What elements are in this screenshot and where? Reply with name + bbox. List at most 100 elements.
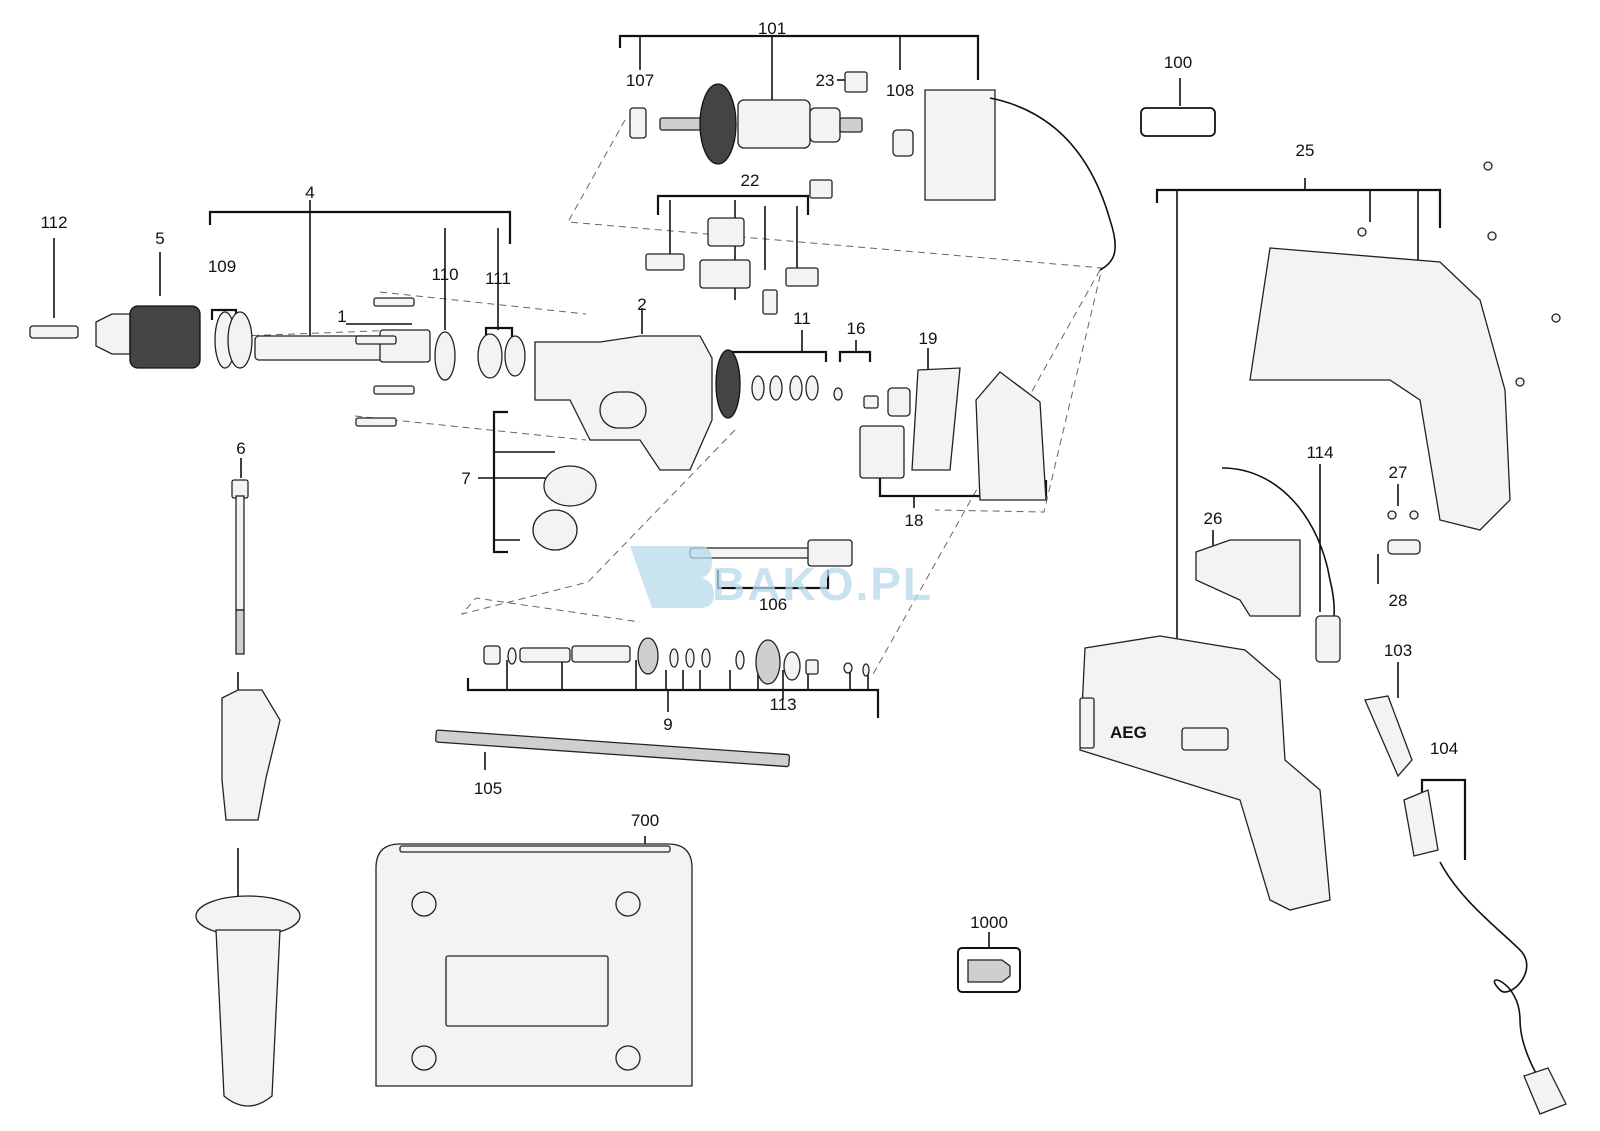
handle-bolt-shank: [235, 495, 245, 611]
handle-grip: [215, 929, 281, 1107]
armature-shaft-end: [839, 117, 863, 133]
screw-1a: [373, 297, 415, 307]
label-112: 112: [40, 213, 67, 232]
label-9: 9: [663, 715, 672, 734]
power-plug: [1523, 1067, 1567, 1115]
assembled-drill-group: [1079, 635, 1331, 911]
label-103: 103: [1384, 641, 1412, 660]
shaft-group-106: [689, 539, 853, 567]
gear-wheel: [715, 349, 741, 419]
housing-half-25: [1249, 247, 1511, 531]
label-100: 100: [1164, 53, 1192, 72]
power-cord-group: [1364, 695, 1567, 1115]
screw-1d: [355, 417, 397, 427]
screw-27b: [1409, 510, 1419, 520]
label-108: 108: [886, 81, 914, 100]
keyless-chuck-5: [129, 305, 201, 369]
label-4: 4: [305, 183, 314, 202]
label-18: 18: [905, 511, 924, 530]
trigger-switch-26: [1195, 539, 1301, 617]
switch-wiring-group: [1195, 467, 1341, 663]
handle-bolt-thread: [235, 609, 245, 655]
case-label-area: [445, 955, 609, 1027]
part-1000-box: [957, 947, 1021, 993]
chuck-spindle-group: [29, 297, 526, 427]
stator-wires: [989, 97, 1116, 271]
label-11: 11: [793, 309, 811, 328]
label-2: 2: [637, 295, 646, 314]
label-106: 106: [759, 595, 787, 614]
gear-housing-group: [532, 335, 1047, 551]
motor-flange-18a: [859, 425, 905, 479]
cord-tag-104: [1403, 789, 1439, 857]
label-7: 7: [461, 469, 470, 488]
watermark: BAKO.PL: [630, 546, 933, 610]
brush-card-group: [645, 217, 819, 315]
armature-fan: [699, 83, 737, 165]
label-109: 109: [208, 257, 236, 276]
drill-brand-badge: AEG: [1110, 723, 1147, 742]
label-1000: 1000: [970, 913, 1008, 932]
strain-relief-103: [1364, 695, 1413, 778]
label-22: 22: [741, 171, 760, 190]
housing-half-group: [1249, 161, 1561, 555]
carry-case-group: [375, 843, 693, 1087]
label-700: 700: [631, 811, 659, 830]
watermark-logo-mark: [630, 546, 714, 608]
bearing-111a: [477, 333, 503, 379]
depth-rod-105: [435, 729, 791, 768]
screw-1b: [355, 335, 397, 345]
bearing-109: [227, 311, 253, 369]
label-26: 26: [1204, 509, 1223, 528]
watermark-text: BAKO.PL: [712, 558, 933, 610]
screw-1c: [373, 385, 415, 395]
label-104: 104: [1430, 739, 1458, 758]
stator-field: [924, 89, 996, 201]
label-110: 110: [431, 265, 458, 284]
label-105: 105: [474, 779, 502, 798]
part-100-box: [1140, 107, 1216, 137]
handle-clamp: [221, 689, 281, 821]
handle-bolt-head: [231, 479, 249, 499]
bearing-111b: [504, 335, 526, 377]
chuck-screw-112: [29, 325, 79, 339]
label-16: 16: [847, 319, 866, 338]
label-107: 107: [626, 71, 654, 90]
o-ring-7: [543, 465, 597, 507]
label-27: 27: [1389, 463, 1408, 482]
cord-clamp-28: [1387, 539, 1421, 555]
label-25: 25: [1296, 141, 1315, 160]
selector-knob-7: [532, 509, 578, 551]
label-19: 19: [919, 329, 938, 348]
bearing-108: [892, 129, 914, 157]
armature-group: [629, 71, 1116, 271]
spindle-sleeve: [379, 329, 431, 363]
brush-holder-23: [844, 71, 868, 93]
label-23: 23: [816, 71, 835, 90]
gasket-19: [911, 367, 961, 471]
label-114: 114: [1306, 443, 1333, 462]
suppressor-114: [1315, 615, 1341, 663]
label-28: 28: [1389, 591, 1408, 610]
label-111: 111: [485, 269, 511, 288]
label-1: 1: [337, 307, 346, 326]
commutator: [809, 107, 841, 143]
motor-flange-18b: [975, 371, 1047, 501]
brush-holder-lower: [809, 179, 833, 199]
label-6: 6: [236, 439, 245, 458]
label-5: 5: [155, 229, 164, 248]
assembled-drill-body: [1079, 635, 1331, 911]
mode-selector-window: [599, 391, 647, 429]
gear-train-group: [483, 637, 870, 685]
label-101: 101: [758, 19, 786, 38]
screw-27a: [1387, 510, 1397, 520]
washer-110: [434, 331, 456, 381]
chuck-nose: [95, 313, 131, 355]
armature-core: [737, 99, 811, 149]
power-cord-104: [1439, 861, 1551, 1101]
part-number-labels: 101 107 23 108 100 25 22 4 112 5 109 110…: [40, 19, 1458, 932]
bearing-107: [629, 107, 647, 139]
side-handle-group: [195, 479, 301, 1107]
label-113: 113: [769, 695, 796, 714]
